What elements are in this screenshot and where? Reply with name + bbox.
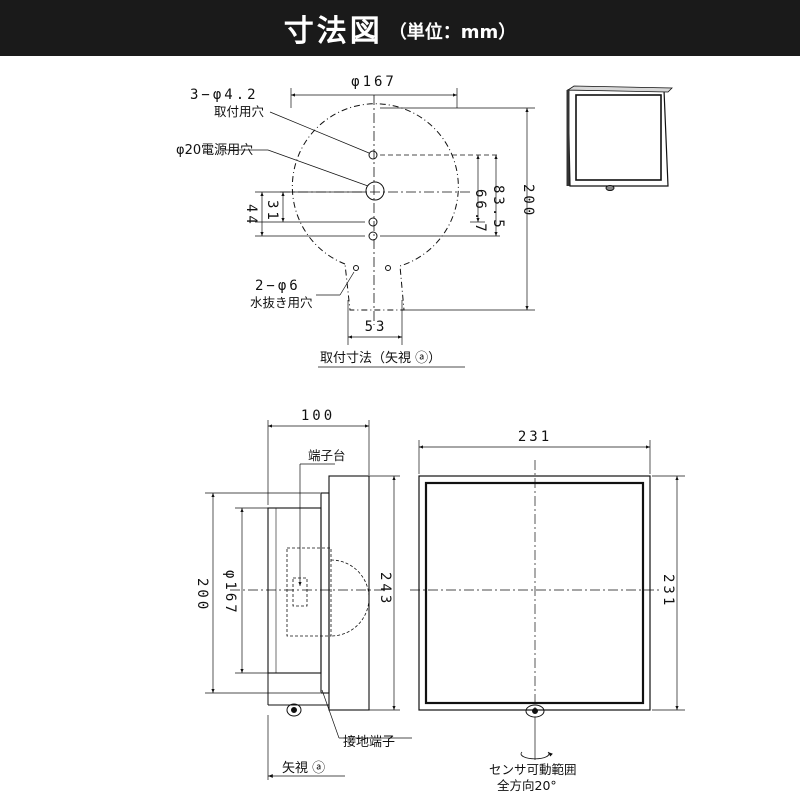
front-outer-frame [418, 475, 651, 711]
mounting-view [222, 88, 535, 368]
dim-231-height: 231 [660, 574, 676, 608]
dim-200-top: 200 [520, 184, 536, 218]
mounting-caption: 取付寸法（矢視 ⓐ） [320, 351, 441, 366]
mount-hole-label: 取付用穴 [214, 104, 265, 119]
page-title: 寸法図 [283, 14, 383, 49]
dim-243: 243 [377, 572, 393, 606]
mount-hole-mid [368, 217, 378, 227]
arrow-view-label: 矢視 ⓐ [282, 761, 325, 776]
front-view [410, 440, 685, 760]
dim-231-width: 231 [518, 429, 552, 445]
power-hole [365, 181, 385, 201]
dim-200-side: 200 [194, 578, 210, 612]
side-sensor [286, 703, 302, 717]
drain-hole-label: 水抜き用穴 [250, 295, 313, 310]
dim-44: 44 [243, 204, 259, 227]
mount-hole-spec: 3−φ4.2 [190, 87, 259, 103]
sensor-range-label: センサ可動範囲 [489, 762, 577, 777]
drain-hole-spec: 2−φ6 [255, 278, 301, 294]
mount-hole-low [368, 231, 378, 241]
ground-terminal-label: 接地端子 [343, 734, 395, 750]
drain-hole-right [385, 265, 391, 271]
page-header: 寸法図 （単位：mm） [0, 0, 800, 56]
unit-note: （単位：mm） [388, 22, 517, 43]
dim-66-7: 66.7 [472, 189, 488, 235]
power-hole-label: φ20電源用穴 [176, 143, 253, 158]
dim-phi167-side: φ167 [222, 570, 238, 616]
mount-hole-top [368, 150, 378, 160]
front-inner-panel [424, 481, 645, 705]
side-body-flange [320, 492, 330, 694]
sensor-angle-label: 全方向20° [497, 778, 557, 793]
side-view [205, 420, 412, 780]
drain-hole-left [353, 265, 359, 271]
dim-31: 31 [264, 200, 280, 223]
side-body-front [328, 475, 370, 711]
terminal-block [286, 547, 332, 637]
dim-83-5: 83.5 [490, 185, 506, 231]
product-thumbnail [566, 85, 673, 191]
dim-100: 100 [301, 408, 335, 424]
dim-53: 53 [365, 319, 388, 335]
terminal-block-label: 端子台 [308, 448, 346, 463]
mounting-plate-outline [291, 103, 459, 311]
dim-phi167-top: φ167 [351, 74, 397, 90]
